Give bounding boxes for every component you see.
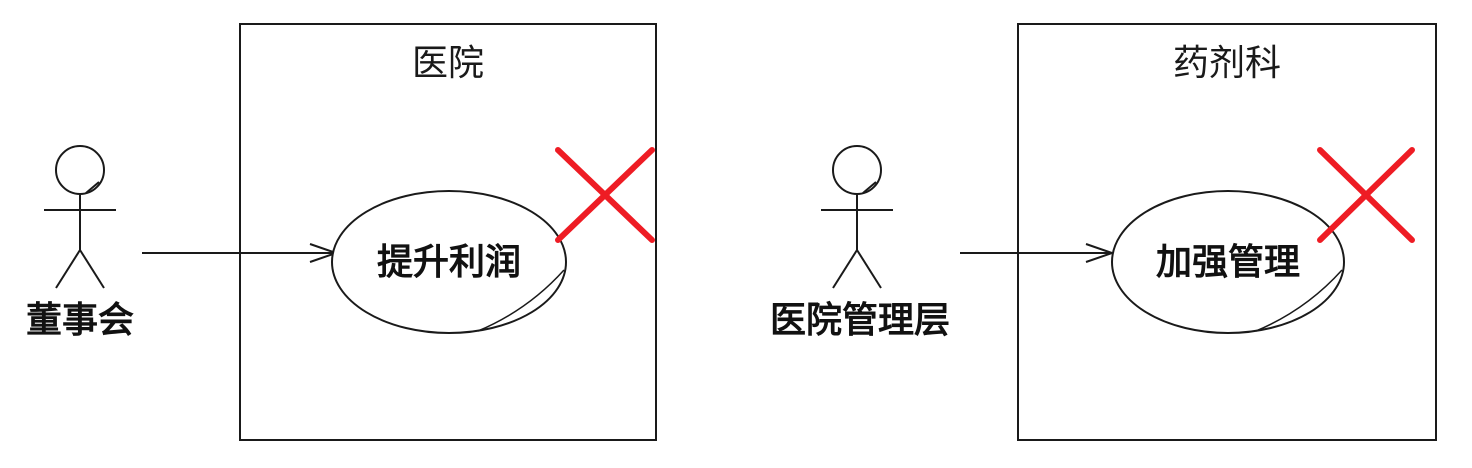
use-case-ellipse — [331, 190, 567, 334]
use-case-ellipse — [1111, 190, 1345, 334]
boundary-title: 药剂科 — [1173, 43, 1281, 84]
actor-label: 董事会 — [26, 300, 134, 341]
diagram-right: 药剂科 医院管理层 加强管理 — [770, 23, 1437, 441]
use-case-label: 提升利润 — [377, 242, 521, 283]
use-case-label: 加强管理 — [1156, 242, 1300, 283]
system-boundary-pharmacy — [1017, 23, 1437, 441]
boundary-title: 医院 — [412, 43, 484, 84]
red-cross-icon — [1317, 147, 1415, 243]
actor-stick-figure-icon — [44, 145, 116, 289]
actor-stick-figure-icon — [821, 145, 893, 289]
actor-label: 医院管理层 — [770, 300, 950, 341]
system-boundary-hospital — [239, 23, 657, 441]
diagram-left: 医院 董事会 提升利润 — [26, 23, 657, 441]
red-cross-icon — [555, 147, 655, 243]
